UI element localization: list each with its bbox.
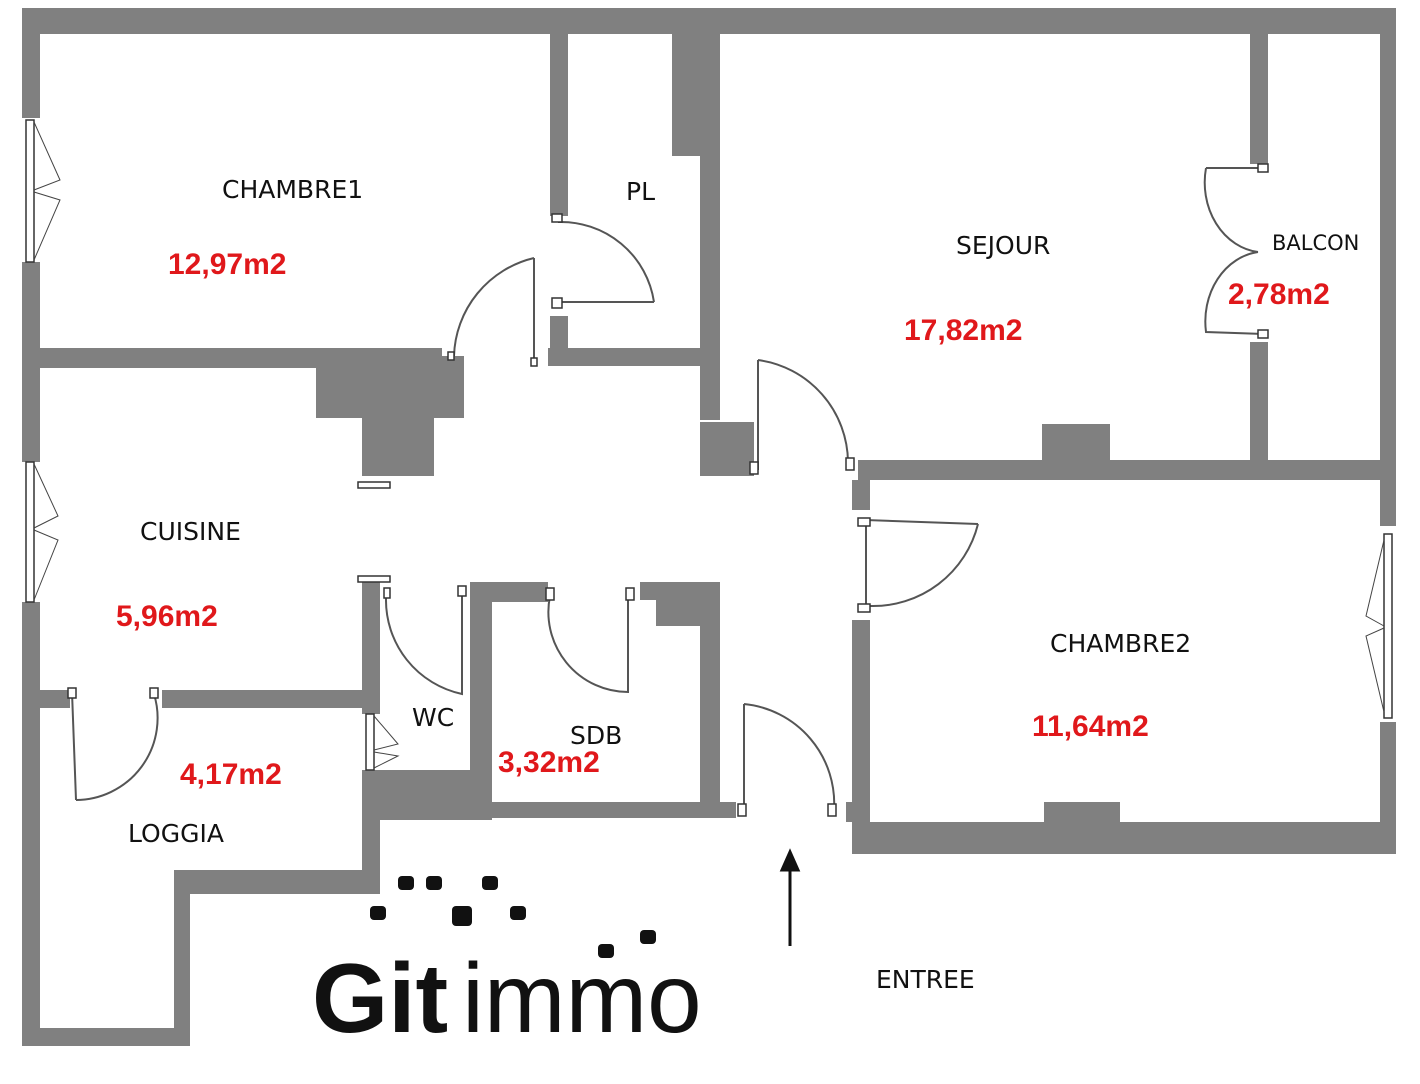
room-name-balcon: BALCON: [1272, 231, 1359, 255]
windows: [25, 119, 1393, 771]
room-area-chambre1: 12,97m2: [168, 248, 286, 281]
logo-dots: [370, 876, 656, 958]
doorway-mark: [357, 575, 391, 583]
doorway-mark: [357, 481, 391, 489]
room-name-loggia: LOGGIA: [128, 819, 224, 848]
door-pl: [551, 213, 655, 309]
room-name-sejour: SEJOUR: [956, 231, 1050, 260]
room-name-chambre1: CHAMBRE1: [222, 175, 363, 204]
room-area-cuisine: 5,96m2: [116, 600, 218, 633]
door-entree: [737, 703, 837, 817]
door-wc: [383, 585, 467, 696]
room-area-balcon: 2,78m2: [1228, 278, 1330, 311]
room-area-sejour: 17,82m2: [904, 314, 1022, 347]
door-chambre1: [447, 257, 538, 367]
logo-brand-bold: Git: [312, 943, 448, 1053]
window-chambre1: [25, 119, 61, 263]
room-area-loggia: 4,17m2: [180, 758, 282, 791]
doors: [67, 163, 1269, 817]
door-loggia: [67, 687, 159, 801]
walls: [22, 8, 1396, 1046]
room-name-cuisine: CUISINE: [140, 517, 241, 546]
room-area-chambre2: 11,64m2: [1032, 710, 1149, 743]
door-balcon: [1203, 163, 1269, 339]
room-name-pl: PL: [626, 177, 655, 206]
logo-brand-light: immo: [462, 943, 702, 1053]
window-cuisine: [25, 461, 59, 603]
door-chambre2: [857, 517, 979, 613]
room-name-wc: WC: [412, 703, 454, 732]
door-sejour: [749, 359, 855, 475]
entry-arrow: [779, 848, 801, 946]
room-labels: CHAMBRE1 12,97m2 PL SEJOUR 17,82m2 BALCO…: [116, 175, 1359, 994]
room-name-chambre2: CHAMBRE2: [1050, 629, 1191, 658]
window-wc: [365, 713, 400, 771]
room-area-sdb: 3,32m2: [498, 746, 600, 779]
door-sdb: [545, 587, 635, 694]
room-name-sdb: SDB: [570, 721, 622, 750]
room-name-entree: ENTREE: [876, 965, 975, 994]
window-chambre2: [1365, 533, 1393, 719]
